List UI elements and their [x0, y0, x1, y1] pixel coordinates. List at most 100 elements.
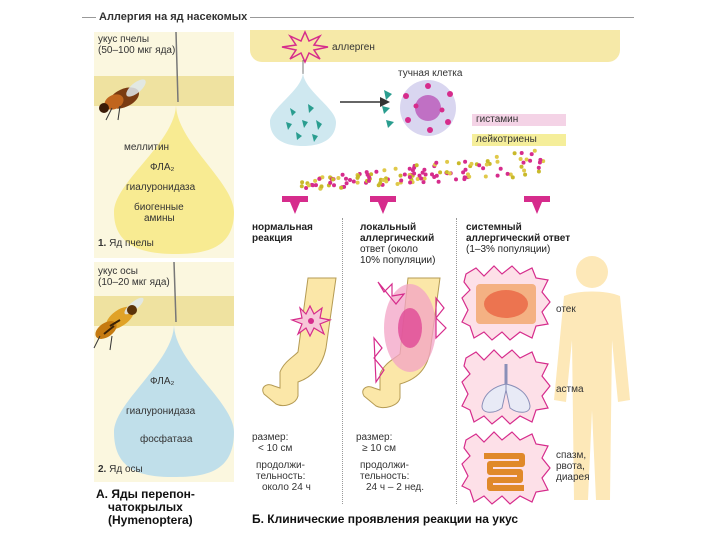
mediator-dot: [307, 183, 311, 187]
normal-size: размер: < 10 см: [252, 432, 292, 454]
mediator-dot: [530, 152, 534, 156]
edema-burst: [462, 266, 550, 340]
asthma-burst: [462, 350, 550, 426]
local-heading-4: 10% популяции): [360, 255, 435, 266]
leukotrienes-label: лейкотриены: [472, 134, 566, 146]
mediator-dot: [341, 173, 345, 177]
mediator-dot: [422, 180, 426, 184]
allergen-label: аллерген: [332, 42, 375, 53]
mediator-dot: [495, 155, 499, 159]
mediator-dot: [356, 176, 360, 180]
mediator-dot: [522, 161, 526, 165]
mediator-dot: [463, 160, 467, 164]
mediator-dot: [317, 177, 321, 181]
mediator-dot: [419, 177, 423, 181]
mediator-dots: [300, 150, 560, 195]
mediator-dot: [374, 170, 378, 174]
mediator-dot: [348, 178, 352, 182]
bee-icon: [92, 78, 148, 124]
arrow-local: [370, 196, 396, 214]
mediator-dot: [506, 172, 510, 176]
mediator-dot: [422, 168, 426, 172]
mediator-dot: [352, 180, 356, 184]
bee-component-pla2: ФЛА₂: [150, 162, 174, 173]
normal-duration-2: тельность:: [256, 471, 311, 482]
mediator-dot: [367, 179, 371, 183]
local-duration-1: продолжи-: [360, 460, 424, 471]
mediator-dot: [457, 161, 461, 165]
arrow-systemic: [524, 196, 550, 214]
local-duration: продолжи- тельность: 24 ч – 2 нед.: [360, 460, 424, 493]
normal-size-label: размер:: [252, 432, 292, 443]
mediator-dot: [461, 170, 465, 174]
mediator-dot: [477, 163, 481, 167]
normal-heading-1: нормальная: [252, 222, 313, 233]
normal-duration-3: около 24 ч: [256, 482, 311, 493]
mediator-dot: [356, 181, 360, 185]
bee-component-melittin: меллитин: [124, 142, 169, 153]
normal-heading: нормальная реакция: [252, 222, 313, 244]
mediator-dot: [448, 171, 452, 175]
mediator-dot: [513, 151, 517, 155]
mediator-dot: [496, 174, 500, 178]
mediator-dot: [408, 175, 412, 179]
caption-a-line-3: (Hymenoptera): [96, 514, 195, 527]
mediator-dot: [300, 180, 304, 184]
local-duration-3: 24 ч – 2 нед.: [360, 482, 424, 493]
mediator-dot: [339, 186, 343, 190]
wasp-icon: [90, 296, 150, 352]
wasp-venom-drop: [94, 262, 234, 482]
mediator-dot: [331, 177, 335, 181]
gut-burst: [462, 432, 550, 504]
systemic-heading-2: аллергический ответ: [466, 233, 570, 244]
mediator-dot: [328, 181, 332, 185]
normal-duration: продолжи- тельность: около 24 ч: [256, 460, 311, 493]
mast-cell-label: тучная клетка: [398, 68, 462, 79]
normal-duration-1: продолжи-: [256, 460, 311, 471]
wasp-component-hyaluronidase: гиалуронидаза: [126, 406, 195, 417]
normal-size-value: < 10 см: [252, 443, 292, 454]
local-arm: [358, 278, 448, 418]
mediator-dot: [467, 175, 471, 179]
mediator-dot: [519, 157, 523, 161]
histamine-label: гистамин: [472, 114, 566, 126]
wasp-component-phosphatase: фосфатаза: [140, 434, 192, 445]
divider-1: [342, 218, 343, 504]
caption-a: А. Яды перепон- чатокрылых (Hymenoptera): [96, 488, 195, 527]
mediator-dot: [538, 158, 542, 162]
local-duration-2: тельность:: [360, 471, 424, 482]
bee-caption: 1. Яд пчелы: [98, 238, 154, 249]
bee-component-amines: амины: [144, 213, 175, 224]
normal-arm: [258, 278, 338, 418]
caption-b: Б. Клинические проявления реакции на уку…: [252, 512, 518, 526]
mediator-dot: [423, 177, 427, 181]
mediator-dot: [520, 165, 524, 169]
local-heading-2: аллергический: [360, 233, 435, 244]
mediator-dot: [520, 151, 524, 155]
mediator-dot: [394, 167, 398, 171]
mediator-dot: [496, 160, 500, 164]
mediator-dot: [399, 179, 403, 183]
mediator-dot: [399, 174, 403, 178]
mediator-dot: [424, 173, 428, 177]
mediator-dot: [416, 177, 420, 181]
mediator-dot: [523, 173, 527, 177]
wasp-caption: 2. Яд осы: [98, 464, 143, 475]
normal-heading-2: реакция: [252, 233, 313, 244]
mediator-dot: [320, 184, 324, 188]
mediator-dot: [415, 163, 419, 167]
mediator-dot: [396, 182, 400, 186]
wasp-caption-number: 2.: [98, 464, 106, 475]
local-size-value: ≥ 10 см: [356, 443, 396, 454]
local-heading-3: ответ (около: [360, 244, 435, 255]
symptom-gi: спазм, рвота, диарея: [556, 450, 590, 483]
mediator-dot: [408, 181, 412, 185]
mediator-dot: [481, 166, 485, 170]
mediator-dot: [313, 179, 317, 183]
mediator-dot: [454, 177, 458, 181]
mediator-dot: [336, 176, 340, 180]
mediator-dot: [484, 175, 488, 179]
symptom-vomiting: рвота,: [556, 461, 590, 472]
mediator-dot: [434, 161, 438, 165]
allergen-burst: [280, 32, 330, 62]
